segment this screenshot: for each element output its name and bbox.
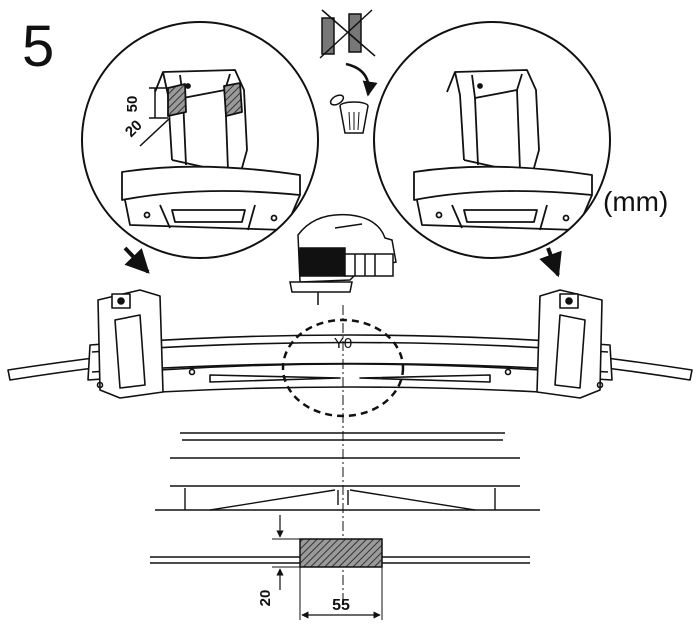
cut-section: 20 55 (150, 515, 530, 620)
hatched-cut-block (299, 538, 383, 568)
arrow-down-icon (539, 247, 562, 278)
step-number: 5 (22, 14, 55, 79)
trash-bin-icon (339, 101, 369, 134)
hatched-area-right (223, 82, 243, 117)
unit-label: (mm) (603, 186, 669, 217)
section-lines (155, 432, 540, 511)
hatched-area-left (167, 83, 187, 117)
dim-height-cut: 20 (257, 590, 274, 607)
discard-parts-icon (319, 9, 378, 134)
arrow-down-icon (123, 246, 150, 274)
detail-circle-left: 50 20 (81, 21, 319, 259)
detail-circle-right (373, 21, 611, 259)
dim-height-left: 50 (124, 96, 141, 113)
dim-width-cut: 55 (332, 597, 350, 614)
bumper-beam (7, 289, 693, 399)
jigsaw-icon (289, 213, 397, 305)
